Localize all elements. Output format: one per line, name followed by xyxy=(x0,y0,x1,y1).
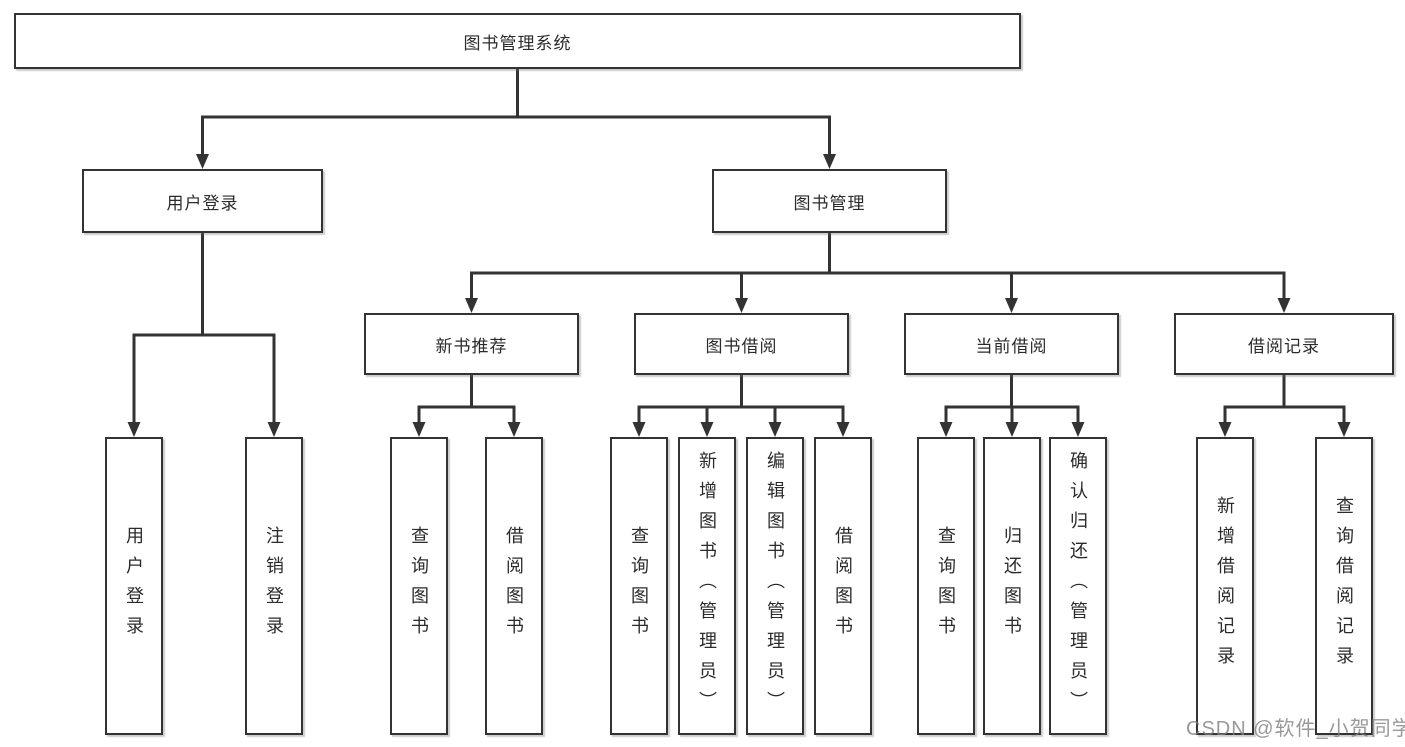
node-user-login: 用户登录 xyxy=(82,169,323,233)
leaf-edit-books-admin: 编辑图书（管理员） xyxy=(746,437,804,735)
node-book-borrowing-label: 图书借阅 xyxy=(705,336,778,356)
leaf-borrow-books-recommend: 借阅图书 xyxy=(485,437,543,735)
leaf-add-borrow-record: 新增借阅记录 xyxy=(1196,437,1254,735)
leaf-borrow-books: 借阅图书 xyxy=(814,437,872,735)
leaf-query-books-recommend-label: 查询图书 xyxy=(409,526,429,646)
leaf-return-books-label: 归还图书 xyxy=(1002,526,1022,646)
leaf-query-books-borrow: 查询图书 xyxy=(610,437,668,735)
node-current-borrowing-label: 当前借阅 xyxy=(975,336,1048,356)
node-root-label: 图书管理系统 xyxy=(463,33,572,53)
node-borrowing-records: 借阅记录 xyxy=(1174,313,1394,375)
leaf-borrow-books-recommend-label: 借阅图书 xyxy=(504,526,524,646)
leaf-add-books-admin-label: 新增图书（管理员） xyxy=(697,451,717,721)
leaf-query-books-current-label: 查询图书 xyxy=(936,526,956,646)
node-current-borrowing: 当前借阅 xyxy=(904,313,1119,375)
leaf-add-borrow-record-label: 新增借阅记录 xyxy=(1215,496,1235,676)
node-new-book-recommend: 新书推荐 xyxy=(364,313,579,375)
leaf-query-borrow-record: 查询借阅记录 xyxy=(1315,437,1373,735)
node-user-login-label: 用户登录 xyxy=(166,193,239,213)
leaf-query-books-current: 查询图书 xyxy=(917,437,975,735)
leaf-borrow-books-label: 借阅图书 xyxy=(833,526,853,646)
node-root: 图书管理系统 xyxy=(14,13,1021,69)
leaf-query-books-recommend: 查询图书 xyxy=(390,437,448,735)
node-book-borrowing: 图书借阅 xyxy=(634,313,849,375)
node-book-management-label: 图书管理 xyxy=(793,193,866,213)
leaf-query-borrow-record-label: 查询借阅记录 xyxy=(1334,496,1354,676)
leaf-user-login-label: 用户登录 xyxy=(124,526,144,646)
leaf-query-books-borrow-label: 查询图书 xyxy=(629,526,649,646)
leaf-user-login: 用户登录 xyxy=(105,437,163,735)
leaf-logout: 注销登录 xyxy=(245,437,303,735)
leaf-confirm-return-admin-label: 确认归还（管理员） xyxy=(1068,451,1088,721)
leaf-edit-books-admin-label: 编辑图书（管理员） xyxy=(765,451,785,721)
node-book-management: 图书管理 xyxy=(712,169,947,233)
leaf-confirm-return-admin: 确认归还（管理员） xyxy=(1049,437,1107,735)
leaf-logout-label: 注销登录 xyxy=(264,526,284,646)
watermark: CSDN @软件_小贺同学 xyxy=(1186,718,1405,740)
leaf-return-books: 归还图书 xyxy=(983,437,1041,735)
leaf-add-books-admin: 新增图书（管理员） xyxy=(678,437,736,735)
node-new-book-recommend-label: 新书推荐 xyxy=(435,336,508,356)
node-borrowing-records-label: 借阅记录 xyxy=(1248,336,1320,356)
